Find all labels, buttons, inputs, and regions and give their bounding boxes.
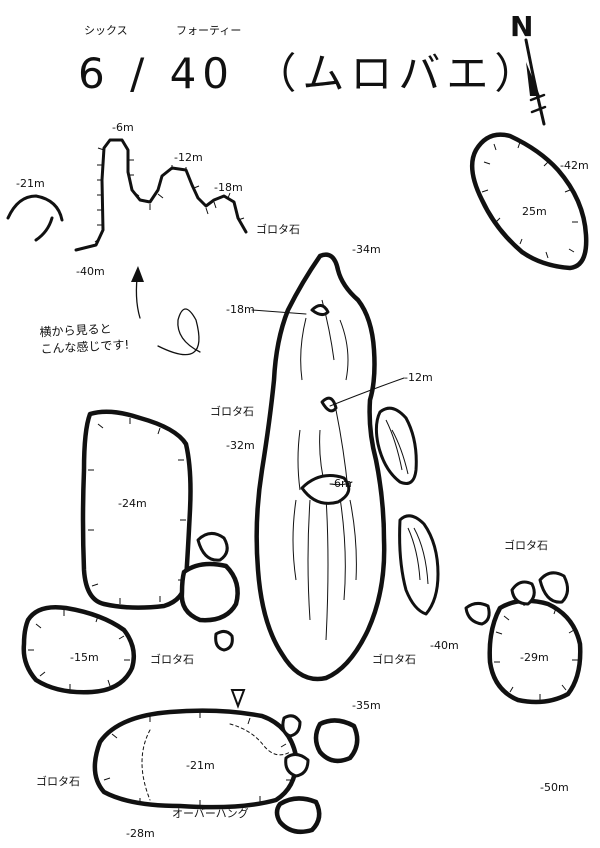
profile-depth-left: -21m [16, 177, 45, 190]
depth-label-40m: -40m [430, 639, 459, 652]
side-view-note: 横から見ると こんな感じです! [39, 320, 129, 359]
north-arrow-icon [524, 38, 547, 126]
rock-south-small-4 [274, 796, 322, 834]
rock-left-top-label: -24m [118, 497, 147, 510]
rock-east-mid [487, 598, 583, 705]
rock-east-small-3 [464, 601, 491, 626]
title-ruby-forty: フォーティー [176, 24, 242, 37]
depth-label-35m: -35m [352, 699, 381, 712]
profile-boulders-label: ゴロタ石 [256, 223, 300, 236]
overhang-label: オーバーハング [172, 807, 249, 820]
depth-label-34m: -34m [352, 243, 381, 256]
rock-west-large [80, 409, 193, 610]
rock-south-large [92, 708, 299, 810]
rock-left-mid-top-label: -15m [70, 651, 99, 664]
page-title: 6 / 40 （ムロバエ） [78, 49, 543, 98]
rock-west-mid [21, 605, 136, 695]
depth-label-32m: -32m [226, 439, 255, 452]
depth-label-42m: -42m [560, 159, 589, 172]
profile-depth-top-2: -12m [174, 151, 203, 164]
depth-label-18m: -18m [226, 303, 255, 316]
title-ruby-six: シックス [84, 24, 128, 37]
rock-south-small-3 [313, 718, 360, 764]
rock-right-top-label: -29m [520, 651, 549, 664]
rock-ne-top-label: 25m [522, 205, 547, 218]
depth-label-12m: -12m [404, 371, 433, 384]
boulders-label-center: ゴロタ石 [372, 653, 416, 666]
profile-depth-top-3: -18m [214, 181, 243, 194]
rock-east-small-2 [538, 571, 569, 604]
rock-east-small-1 [510, 580, 536, 606]
boulders-label-bottom-left: ゴロタ石 [36, 775, 80, 788]
rock-main-pinnacle [254, 252, 387, 682]
profile-depth-top-1: -6m [112, 121, 134, 134]
depth-label-6m: -6m [330, 477, 352, 490]
depth-label-28m: -28m [126, 827, 155, 840]
boulders-label-right-top: ゴロタ石 [504, 539, 548, 552]
rock-west-small-2 [179, 561, 240, 623]
compass-north-label: N [510, 10, 534, 43]
depth-label-50m: -50m [540, 781, 569, 794]
boulders-label-left: ゴロタ石 [210, 405, 254, 418]
side-profile-drawing [6, 138, 248, 356]
rock-northeast [469, 132, 589, 271]
boulders-label-left-mid: ゴロタ石 [150, 653, 194, 666]
rock-bottom-top-label: -21m [186, 759, 215, 772]
rock-west-small-1 [196, 532, 229, 562]
rock-west-small-3 [214, 629, 234, 652]
rock-south-small-1 [281, 714, 302, 738]
profile-depth-bottom: -40m [76, 265, 105, 278]
rock-south-small-2 [284, 753, 310, 778]
overhang-arrow-icon [230, 689, 246, 709]
